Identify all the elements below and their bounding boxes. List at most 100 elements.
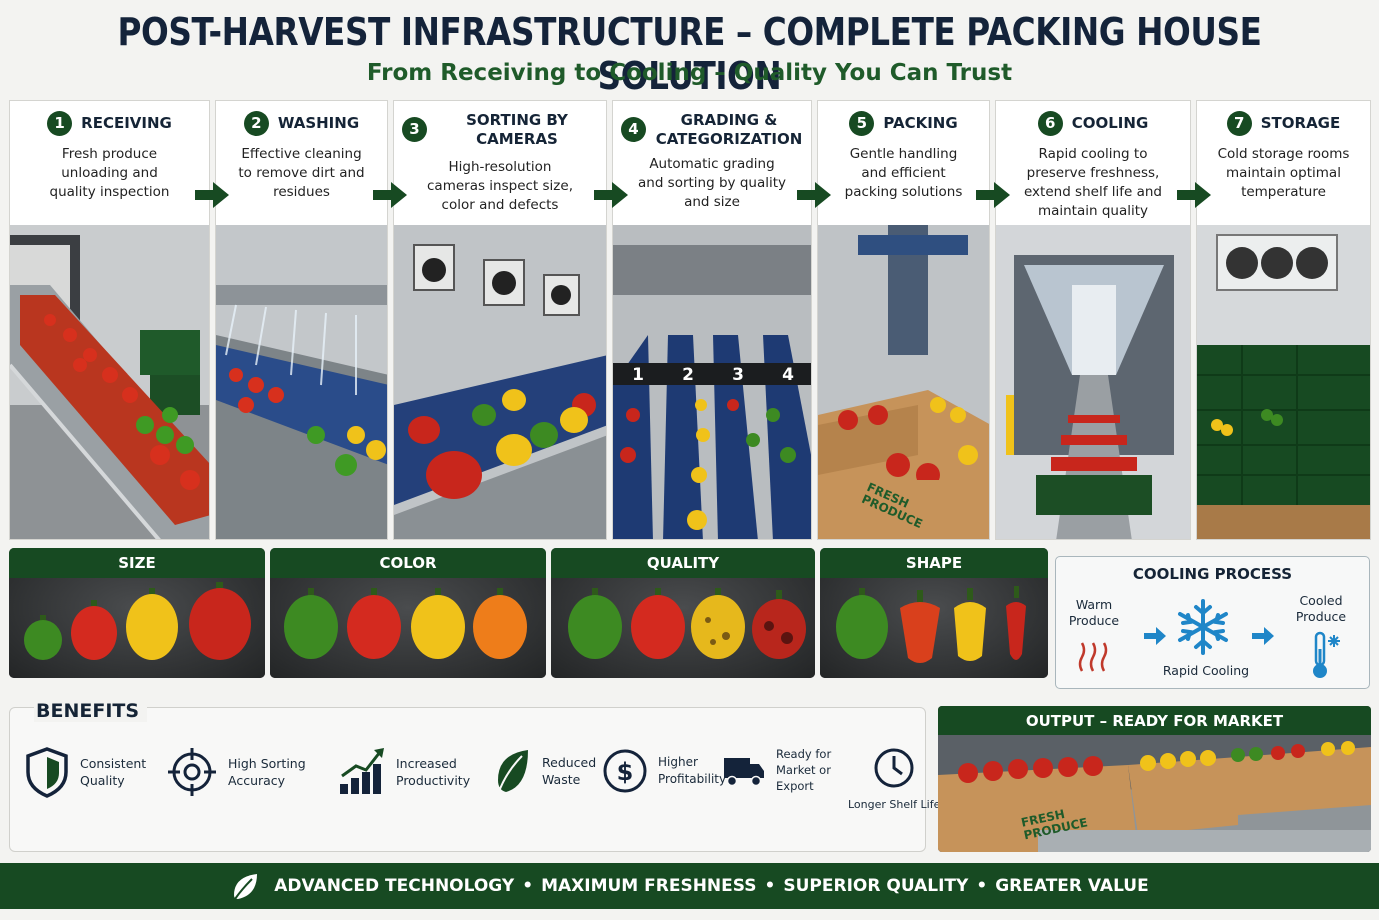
benefit-item: Consistent Quality (24, 746, 150, 798)
step-number: 6 (1037, 111, 1063, 136)
step-number: 4 (621, 117, 646, 143)
leaf-icon (234, 874, 258, 900)
attribute-panel-quality: QUALITY (551, 548, 815, 678)
cooled-produce-label: Cooled Produce (1295, 593, 1347, 624)
benefit-label: Reduced Waste (542, 755, 597, 787)
peppers-by-shape-image (820, 578, 1048, 678)
attribute-title: SIZE (9, 548, 265, 578)
cooling-process-title: COOLING PROCESS (1132, 565, 1293, 583)
footer-banner: ADVANCED TECHNOLOGY • MAXIMUM FRESHNESS … (0, 863, 1379, 909)
step-cooling: 6 COOLING Rapid cooling to preserve fresh… (995, 100, 1191, 540)
svg-text:$: $ (617, 758, 634, 786)
attribute-panel-shape: SHAPE (820, 548, 1048, 678)
shield-icon (26, 747, 68, 798)
step-washing: 2 WASHING Effective cleaning to remove di… (215, 100, 388, 540)
step-title: STORAGE (1260, 114, 1341, 133)
step-description: Fresh produce unloading and quality insp… (49, 146, 170, 200)
benefits-title: BENEFITS (34, 700, 148, 722)
footer-tagline: ADVANCED TECHNOLOGY (274, 876, 515, 896)
step-description: Rapid cooling to preserve freshness, ext… (1023, 146, 1162, 219)
grading-photo: 1 2 3 4 (613, 225, 811, 539)
arrow-right-icon (797, 182, 831, 208)
washing-photo (216, 225, 387, 539)
output-title: OUTPUT – READY FOR MARKET (938, 706, 1371, 735)
step-number: 5 (849, 111, 875, 136)
attribute-title: QUALITY (551, 548, 815, 578)
target-icon (168, 748, 216, 796)
step-description: Gentle handling and efficient packing so… (844, 146, 963, 200)
peppers-by-quality-image (551, 578, 815, 678)
step-description: Effective cleaning to remove dirt and re… (238, 146, 365, 200)
benefit-item: Longer Shelf Life (848, 746, 940, 813)
arrow-right-icon (373, 182, 407, 208)
clock-icon (874, 748, 914, 788)
footer-separator: • (522, 876, 534, 896)
benefit-label: Longer Shelf Life (848, 798, 941, 811)
arrow-right-icon (1252, 627, 1274, 645)
step-number: 3 (402, 117, 427, 143)
storage-photo (1197, 225, 1370, 539)
step-number: 7 (1226, 111, 1252, 136)
step-title: WASHING (277, 114, 360, 133)
footer-tagline: MAXIMUM FRESHNESS (541, 876, 757, 896)
page-subtitle: From Receiving to Cooling – Quality You … (366, 60, 1013, 86)
lane-label: 1 (632, 365, 644, 385)
leaf-icon (497, 750, 528, 795)
step-title: GRADING & CATEGORIZATION (655, 111, 803, 148)
sorting-photo (394, 225, 606, 539)
benefit-item: High Sorting Accuracy (166, 746, 308, 798)
footer-tagline: GREATER VALUE (995, 876, 1149, 896)
peppers-by-color-image (270, 578, 546, 678)
warm-produce-label: Warm Produce (1068, 597, 1120, 628)
benefit-label: Increased Productivity (396, 756, 471, 788)
benefit-item: Ready for Market or Export (722, 746, 862, 794)
page-title: POST-HARVEST INFRASTRUCTURE – COMPLETE P… (117, 10, 1262, 98)
thermometer-icon (1313, 631, 1340, 678)
footer-separator: • (764, 876, 776, 896)
arrow-right-icon (976, 182, 1010, 208)
step-packing: 5 PACKING Gentle handling and efficient p… (817, 100, 990, 540)
attribute-panel-color: COLOR (270, 548, 546, 678)
arrow-right-icon (1177, 182, 1211, 208)
step-sorting: 3 SORTING BY CAMERAS High-resolution came… (393, 100, 607, 540)
benefit-label: Consistent Quality (80, 756, 147, 788)
benefits-panel: BENEFITS Consistent Quality High Sorting… (9, 700, 940, 852)
step-number: 1 (47, 111, 73, 136)
step-grading: 4 GRADING & CATEGORIZATION Automatic grad… (612, 100, 812, 540)
truck-icon (724, 758, 764, 787)
heat-waves-icon (1078, 642, 1108, 672)
step-storage: 7 STORAGE Cold storage rooms maintain opt… (1196, 100, 1371, 540)
rapid-cooling-label: Rapid Cooling (1162, 663, 1250, 678)
step-receiving: 1 RECEIVING Fresh produce unloading and q… (9, 100, 210, 540)
step-title: RECEIVING (81, 114, 172, 133)
step-description: Cold storage rooms maintain optimal temp… (1217, 146, 1350, 200)
attribute-panel-size: SIZE (9, 548, 265, 678)
arrow-right-icon (1144, 627, 1166, 645)
lane-label: 2 (682, 365, 694, 385)
step-title: SORTING BY CAMERAS (466, 111, 568, 148)
arrow-right-icon (594, 182, 628, 208)
attribute-title: SHAPE (820, 548, 1048, 578)
benefit-label: Ready for Market or Export (776, 747, 832, 793)
benefit-item: Reduced Waste (492, 746, 600, 796)
step-title: COOLING (1071, 114, 1149, 133)
step-description: Automatic grading and sorting by quality… (637, 155, 787, 210)
lane-label: 4 (782, 365, 794, 385)
lane-label: 3 (732, 365, 744, 385)
output-boxes-photo (938, 735, 1371, 852)
benefit-item: Increased Productivity (338, 746, 470, 798)
cooling-process-panel: COOLING PROCESS Warm Produce Rapid Cooli… (1055, 556, 1370, 689)
arrow-right-icon (195, 182, 229, 208)
footer-tagline: SUPERIOR QUALITY (783, 876, 969, 896)
step-description: High-resolution cameras inspect size, co… (427, 158, 573, 213)
benefit-item: $ Higher Profitability (602, 746, 727, 796)
step-title: PACKING (883, 114, 958, 133)
peppers-by-size-image (9, 578, 265, 678)
benefit-label: Higher Profitability (658, 755, 727, 786)
cooling-photo (996, 225, 1190, 539)
step-number: 2 (243, 111, 269, 136)
snowflake-icon (1178, 599, 1228, 655)
attribute-title: COLOR (270, 548, 546, 578)
